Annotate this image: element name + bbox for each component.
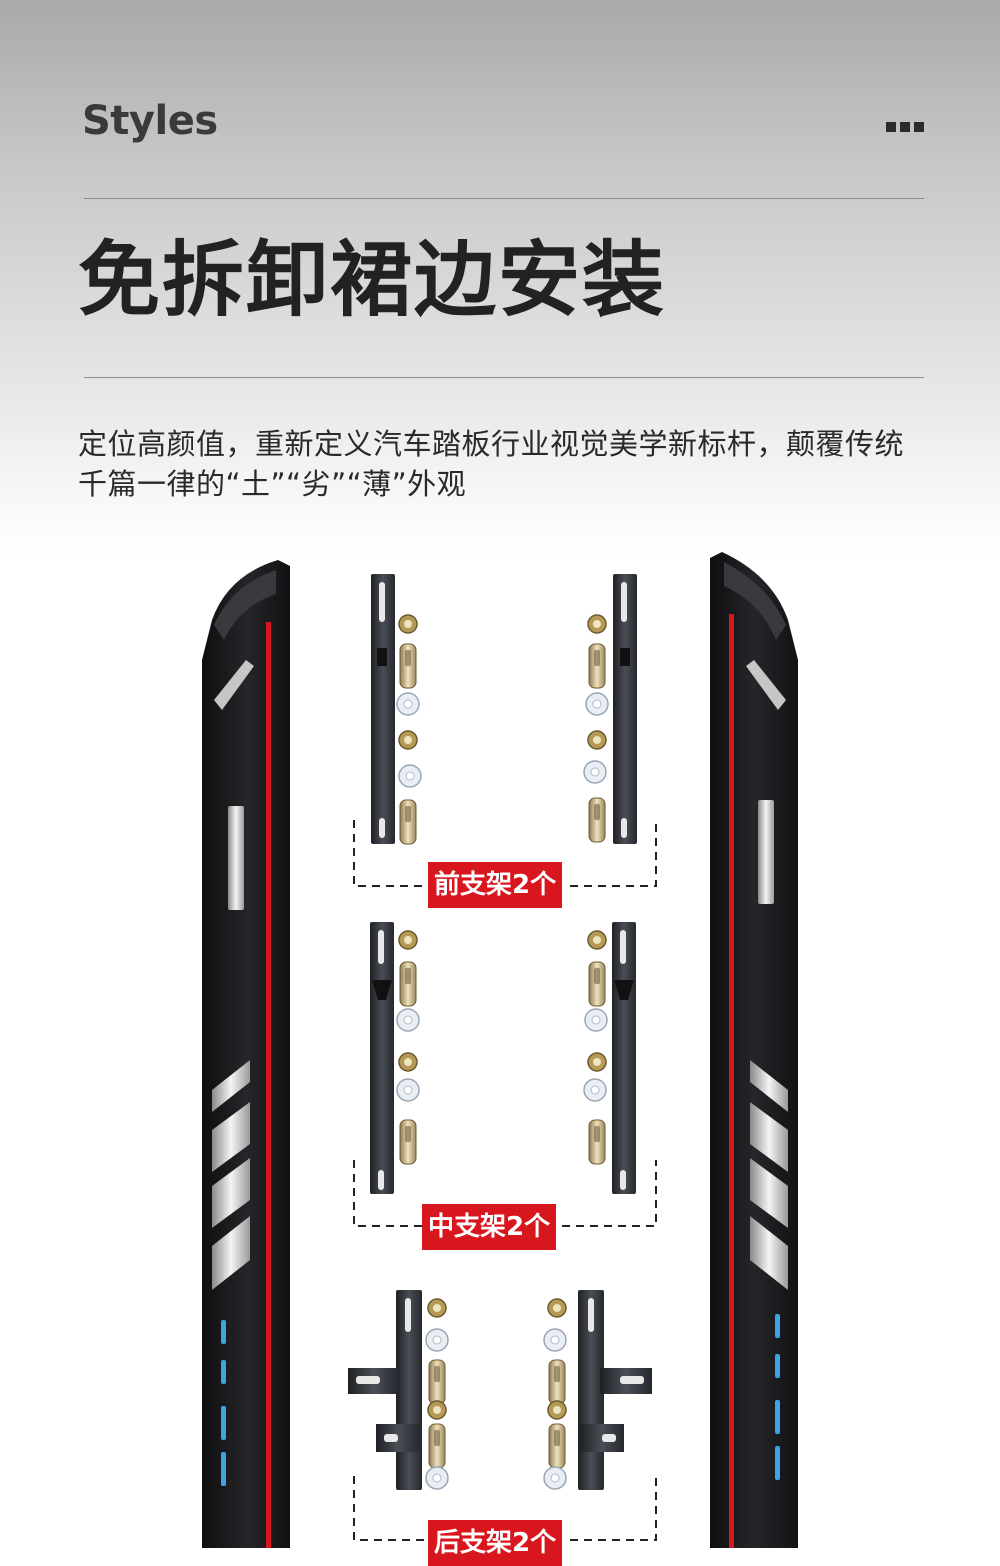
rear-bracket-group — [348, 1290, 657, 1541]
section-label: Styles — [82, 98, 218, 144]
more-dots-icon[interactable] — [886, 122, 926, 134]
description-text: 定位高颜值，重新定义汽车踏板行业视觉美学新标杆，颠覆传统千篇一律的“土”“劣”“… — [78, 427, 905, 501]
page-title: 免拆卸裙边安装 — [78, 233, 667, 328]
middle-bracket-label: 中支架2个 — [422, 1204, 557, 1250]
rear-bracket-label: 后支架2个 — [428, 1520, 563, 1566]
running-board-illustration — [202, 552, 798, 1548]
middle-bracket-group — [353, 922, 657, 1227]
header-background — [0, 0, 1000, 560]
front-bracket-label: 前支架2个 — [428, 862, 563, 908]
bottom-divider — [84, 377, 924, 378]
left-running-board — [202, 560, 290, 1548]
front-bracket-group — [353, 574, 657, 887]
top-divider — [84, 198, 924, 199]
right-running-board — [710, 552, 798, 1548]
